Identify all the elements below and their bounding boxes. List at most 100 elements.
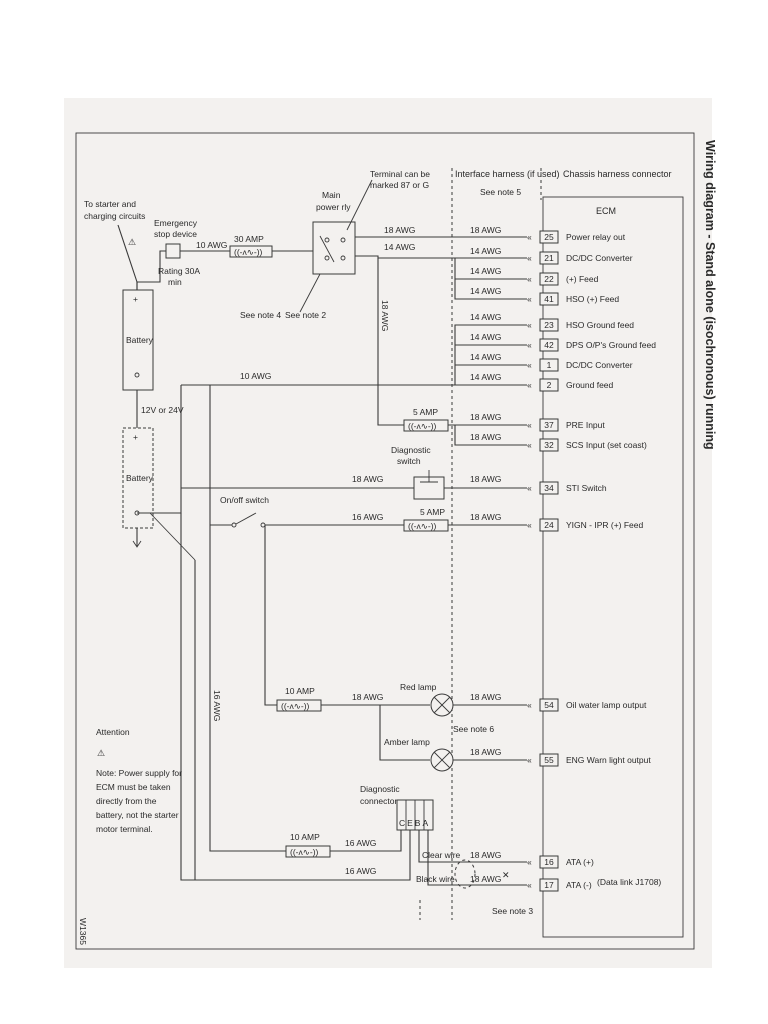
- terminal-note-1: Terminal can be: [370, 169, 430, 179]
- battery-top-label: Battery: [126, 335, 154, 345]
- battery-top-plus: +: [133, 294, 138, 304]
- pin-box: [539, 518, 559, 532]
- pin-number: 55: [544, 755, 554, 765]
- pin-box: [539, 481, 559, 495]
- svg-text:✕: ✕: [502, 870, 510, 880]
- diag-switch-label-1: Diagnostic: [391, 445, 431, 455]
- svg-text:18 AWG: 18 AWG: [470, 432, 501, 442]
- pin-arrow-icon: «: [527, 755, 532, 765]
- wire-pin-32: [454, 425, 527, 446]
- svg-text:18 AWG: 18 AWG: [470, 850, 501, 860]
- pin-box: [539, 358, 559, 372]
- starter-label-1: To starter and: [84, 199, 136, 209]
- pin-box: [539, 292, 559, 306]
- svg-text:18 AWG: 18 AWG: [352, 692, 383, 702]
- starter-label-2: charging circuits: [84, 211, 145, 221]
- svg-text:18 AWG: 18 AWG: [470, 412, 501, 422]
- svg-text:14 AWG: 14 AWG: [470, 332, 501, 342]
- svg-text:((-ʌ∿-)): ((-ʌ∿-)): [408, 521, 437, 531]
- pin-arrow-icon: «: [527, 253, 532, 263]
- pin-number: 1: [547, 360, 552, 370]
- svg-text:16 AWG: 16 AWG: [352, 512, 383, 522]
- svg-text:18 AWG: 18 AWG: [470, 692, 501, 702]
- pin-number: 24: [544, 520, 554, 530]
- ecm-label: ECM: [596, 206, 616, 216]
- red-lamp-label: Red lamp: [400, 682, 437, 692]
- voltage-label: 12V or 24V: [141, 405, 184, 415]
- fuse-5a-1-label: 5 AMP: [413, 407, 438, 417]
- pin-label: Oil water lamp output: [566, 700, 647, 710]
- pin-arrow-icon: «: [527, 520, 532, 530]
- svg-text:battery, not the starter: battery, not the starter: [96, 810, 179, 820]
- warning-icon-1: ⚠: [128, 237, 136, 247]
- svg-text:18 AWG: 18 AWG: [470, 747, 501, 757]
- pin-arrow-icon: «: [527, 700, 532, 710]
- pin-box: [539, 272, 559, 286]
- amber-lamp-label: Amber lamp: [384, 737, 430, 747]
- svg-text:14 AWG: 14 AWG: [470, 246, 501, 256]
- pin-number: 25: [544, 232, 554, 242]
- pin-arrow-icon: «: [527, 420, 532, 430]
- pin-label: DC/DC Converter: [566, 253, 633, 263]
- pin-box: [539, 698, 559, 712]
- onoff-switch-label: On/off switch: [220, 495, 269, 505]
- svg-text:+: +: [133, 432, 138, 442]
- estop-rating-1: Rating 30A: [158, 266, 200, 276]
- pin-arrow-icon: «: [527, 380, 532, 390]
- pin-label: YIGN - IPR (+) Feed: [566, 520, 643, 530]
- pin-box: [539, 753, 559, 767]
- fuse-10a-1-label: 10 AMP: [285, 686, 315, 696]
- interface-harness-label: Interface harness (if used): [455, 169, 560, 179]
- pin-label: DPS O/P's Ground feed: [566, 340, 656, 350]
- pin-box: [539, 230, 559, 244]
- wire-diag-ground: [180, 513, 411, 881]
- pin-box: [539, 338, 559, 352]
- pin-label: (+) Feed: [566, 274, 599, 284]
- pin-arrow-icon: «: [527, 294, 532, 304]
- see-note-5: See note 5: [480, 187, 521, 197]
- pin-number: 37: [544, 420, 554, 430]
- onoff-switch[interactable]: [235, 512, 257, 525]
- svg-text:16 AWG: 16 AWG: [345, 838, 376, 848]
- attention-heading: Attention: [96, 727, 130, 737]
- svg-text:((-ʌ∿-)): ((-ʌ∿-)): [234, 247, 263, 257]
- pin-number: 21: [544, 253, 554, 263]
- svg-text:directly from the: directly from the: [96, 796, 157, 806]
- svg-text:motor terminal.: motor terminal.: [96, 824, 153, 834]
- estop-label-2: stop device: [154, 229, 197, 239]
- estop-label-1: Emergency: [154, 218, 198, 228]
- svg-text:((-ʌ∿-)): ((-ʌ∿-)): [281, 701, 310, 711]
- svg-text:18 AWG: 18 AWG: [470, 512, 501, 522]
- pin-number: 2: [547, 380, 552, 390]
- warning-icon-2: ⚠: [97, 748, 105, 758]
- vertical-16awg: 16 AWG: [212, 690, 222, 721]
- pin-label: Power relay out: [566, 232, 626, 242]
- pin-number: 16: [544, 857, 554, 867]
- svg-text:14 AWG: 14 AWG: [470, 266, 501, 276]
- wire-pin-21: [355, 255, 527, 259]
- terminal-note-2: marked 87 or G: [370, 180, 429, 190]
- see-note-6: See note 6: [453, 724, 494, 734]
- vertical-18awg: 18 AWG: [380, 300, 390, 331]
- data-link-label: (Data link J1708): [597, 877, 661, 887]
- pin-box: [539, 418, 559, 432]
- see-note-3: See note 3: [492, 906, 533, 916]
- diagram-sheet: [64, 98, 712, 968]
- estop-rating-2: min: [168, 277, 182, 287]
- svg-text:10 AWG: 10 AWG: [240, 371, 271, 381]
- pin-box: [539, 251, 559, 265]
- diagram-title: Wiring diagram - Stand alone (isochronou…: [703, 140, 717, 450]
- pin-arrow-icon: «: [527, 440, 532, 450]
- ecm-pin-24: « 24 YIGN - IPR (+) Feed: [527, 518, 643, 532]
- diag-switch-label-2: switch: [397, 456, 421, 466]
- see-note-4: See note 4: [240, 310, 281, 320]
